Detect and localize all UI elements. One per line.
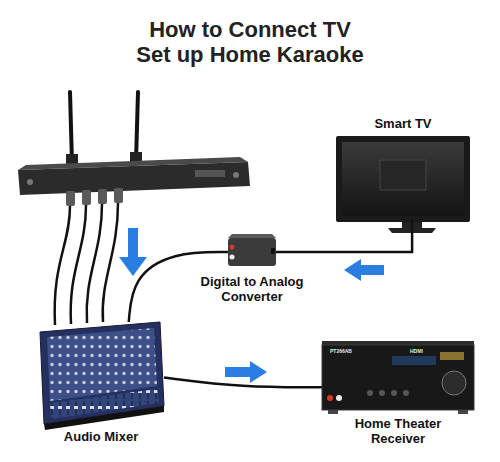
display-window xyxy=(195,170,225,177)
mixer-body xyxy=(40,322,164,424)
arrow-head xyxy=(250,361,267,383)
device-label: Digital to Analog Converter xyxy=(192,274,312,304)
antenna xyxy=(70,92,72,163)
rca-jack xyxy=(327,395,333,401)
tv-node: Smart TV xyxy=(338,138,468,220)
arrow-shaft xyxy=(225,367,251,377)
knob xyxy=(233,172,239,178)
xlr-cable xyxy=(103,203,118,322)
home-theater-receiver xyxy=(322,341,474,414)
optical-port xyxy=(271,248,275,254)
tv-stand-neck xyxy=(402,222,422,228)
diagram-title: How to Connect TV Set up Home Karaoke xyxy=(132,17,368,67)
arrow-head xyxy=(119,257,147,276)
tv-vent xyxy=(380,160,426,190)
tv-back-panel xyxy=(342,142,464,216)
rca-jack xyxy=(336,395,342,401)
rca-jack xyxy=(230,255,235,260)
antenna-base xyxy=(130,152,142,162)
panel-text: HDMI xyxy=(410,349,423,354)
receiver-foot xyxy=(458,410,468,414)
xlr-cable xyxy=(71,205,86,324)
mixer-edge xyxy=(44,406,164,430)
smart-tv xyxy=(336,136,470,233)
xlr-jack xyxy=(82,190,91,205)
knob xyxy=(27,179,33,185)
xlr-cable xyxy=(55,206,70,325)
antenna-base xyxy=(66,154,78,164)
xlr-jack xyxy=(98,189,107,204)
mixer-node: Audio Mixer xyxy=(38,322,164,423)
volume-knob xyxy=(442,371,466,395)
mixer-knob-panel xyxy=(47,328,157,401)
arrow-shaft xyxy=(360,265,384,275)
speaker-terminals xyxy=(440,352,464,360)
receiver-front xyxy=(322,345,474,410)
tv-stand-base xyxy=(388,228,436,233)
knob xyxy=(391,390,397,396)
audio-cable xyxy=(164,378,322,388)
converter-body xyxy=(228,238,276,266)
device-label: Home Theater Receiver xyxy=(348,416,448,446)
converter-top xyxy=(228,234,276,238)
receiver-foot xyxy=(328,410,338,414)
receiver-node: Home Theater Receiver xyxy=(322,345,474,410)
dac-converter xyxy=(228,234,276,266)
audio-cable xyxy=(276,220,412,252)
converter-node: Digital to Analog Converter xyxy=(228,238,276,266)
receiver-display xyxy=(392,356,436,365)
antenna xyxy=(136,92,138,161)
knob xyxy=(403,390,409,396)
device-label: Audio Mixer xyxy=(38,429,164,444)
knob xyxy=(367,390,373,396)
xlr-cable xyxy=(87,204,102,323)
wireless-mic-receiver xyxy=(18,92,250,325)
flow-arrows xyxy=(119,228,384,383)
rca-jack xyxy=(230,245,235,250)
xlr-jack xyxy=(114,188,123,203)
tv-frame xyxy=(336,136,470,222)
arrow-shaft xyxy=(128,228,138,258)
audio-mixer xyxy=(40,322,164,430)
panel-text: PT266AB xyxy=(330,349,352,354)
knob xyxy=(379,390,385,396)
receiver-front xyxy=(18,162,250,195)
xlr-jack xyxy=(66,191,75,206)
device-label: Smart TV xyxy=(328,116,478,131)
arrow-head xyxy=(344,259,361,281)
